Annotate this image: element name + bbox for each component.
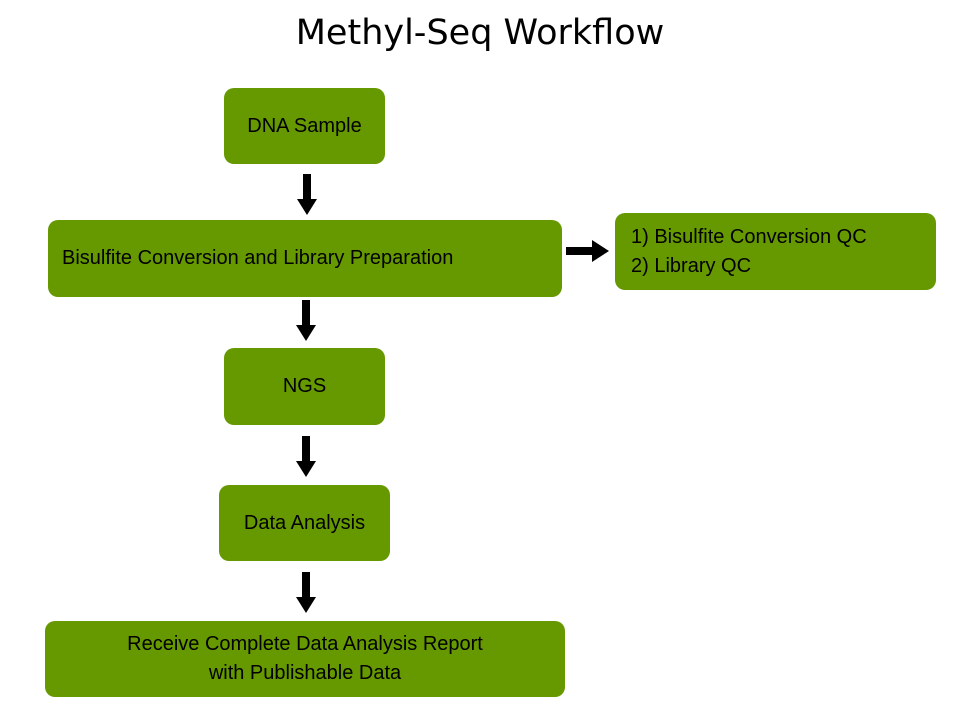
qc-box: 1) Bisulfite Conversion QC 2) Library QC bbox=[615, 213, 936, 290]
report-line-1: Receive Complete Data Analysis Report bbox=[127, 633, 483, 655]
arrow-down-icon bbox=[296, 572, 316, 614]
step-receive-report: Receive Complete Data Analysis Report wi… bbox=[45, 621, 565, 697]
step-label: Bisulfite Conversion and Library Prepara… bbox=[62, 247, 454, 269]
report-line-2: with Publishable Data bbox=[208, 662, 402, 684]
arrow-down-icon bbox=[296, 436, 316, 478]
step-data-analysis: Data Analysis bbox=[219, 485, 390, 561]
page-title: Methyl-Seq Workflow bbox=[295, 13, 665, 53]
qc-line-library: 2) Library QC bbox=[631, 254, 752, 277]
step-label: Data Analysis bbox=[243, 511, 366, 534]
step-dna-sample: DNA Sample bbox=[224, 88, 385, 164]
arrow-right-icon bbox=[566, 240, 610, 262]
arrow-down-icon bbox=[297, 174, 317, 216]
qc-line-bisulfite: 1) Bisulfite Conversion QC bbox=[631, 225, 867, 248]
step-label: NGS bbox=[282, 375, 327, 397]
step-bisulfite-library-prep: Bisulfite Conversion and Library Prepara… bbox=[48, 220, 562, 297]
step-label: DNA Sample bbox=[247, 114, 362, 137]
step-ngs: NGS bbox=[224, 348, 385, 425]
arrow-down-icon bbox=[296, 300, 316, 342]
